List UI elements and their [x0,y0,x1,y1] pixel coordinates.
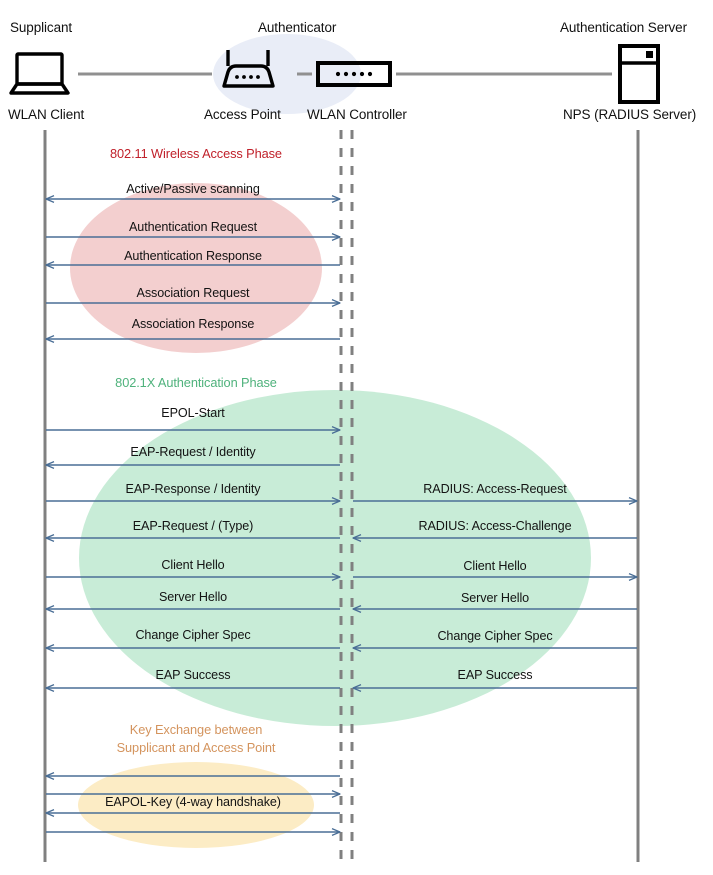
msg-label-eap-success-left: EAP Success [155,668,231,682]
phase-ellipse-key [78,762,314,848]
phase-label-dot1x: 802.1X Authentication Phase [115,375,277,390]
msg-label-radius-access-request: RADIUS: Access-Request [423,482,567,496]
laptop-icon [9,52,70,95]
phase-ellipse-wireless [70,183,322,353]
msg-label-eap-response-identity: EAP-Response / Identity [125,482,261,496]
msg-label-server-hello-left: Server Hello [158,590,228,604]
msg-label-client-hello-right: Client Hello [463,559,527,573]
actor-device-nps: NPS (RADIUS Server) [563,107,697,122]
actor-role-supplicant: Supplicant [10,20,73,35]
msg-label-eap-request-identity: EAP-Request / Identity [130,445,256,459]
msg-label-server-hello-right: Server Hello [460,591,530,605]
authenticator-halo [213,34,361,114]
phase-label-key-line1: Key Exchange between [129,722,263,737]
msg-label-change-cipher-spec-right: Change Cipher Spec [437,629,553,643]
msg-label-association-request: Association Request [136,286,250,300]
msg-label-authentication-request: Authentication Request [128,220,258,234]
msg-label-association-response: Association Response [131,317,255,331]
msg-label-radius-access-challenge: RADIUS: Access-Challenge [418,519,572,533]
right-arrows [353,501,637,688]
actor-role-authenticator: Authenticator [258,20,337,35]
msg-label-eap-success-right: EAP Success [457,668,533,682]
msg-label-change-cipher-spec-left: Change Cipher Spec [135,628,251,642]
phase-ellipse-dot1x [79,390,591,726]
actor-device-wlan-client: WLAN Client [8,107,85,122]
msg-label-client-hello-left: Client Hello [161,558,225,572]
msg-label-eapol-key: EAPOL-Key (4-way handshake) [105,795,281,809]
access-point-icon [222,50,275,88]
actor-device-wlan-controller: WLAN Controller [307,107,407,122]
left-arrows [46,199,340,832]
msg-label-authentication-response: Authentication Response [124,249,262,263]
actor-role-auth-server: Authentication Server [560,20,687,35]
server-icon [618,44,660,104]
actor-device-access-point: Access Point [204,107,281,122]
wlan-controller-icon [316,61,392,87]
msg-label-eap-request-type: EAP-Request / (Type) [132,519,254,533]
phase-label-wireless: 802.11 Wireless Access Phase [110,146,282,161]
phase-label-key-line2: Supplicant and Access Point [116,740,276,755]
msg-label-epol-start: EPOL-Start [161,406,225,420]
msg-label-active-passive-scanning: Active/Passive scanning [126,182,260,196]
